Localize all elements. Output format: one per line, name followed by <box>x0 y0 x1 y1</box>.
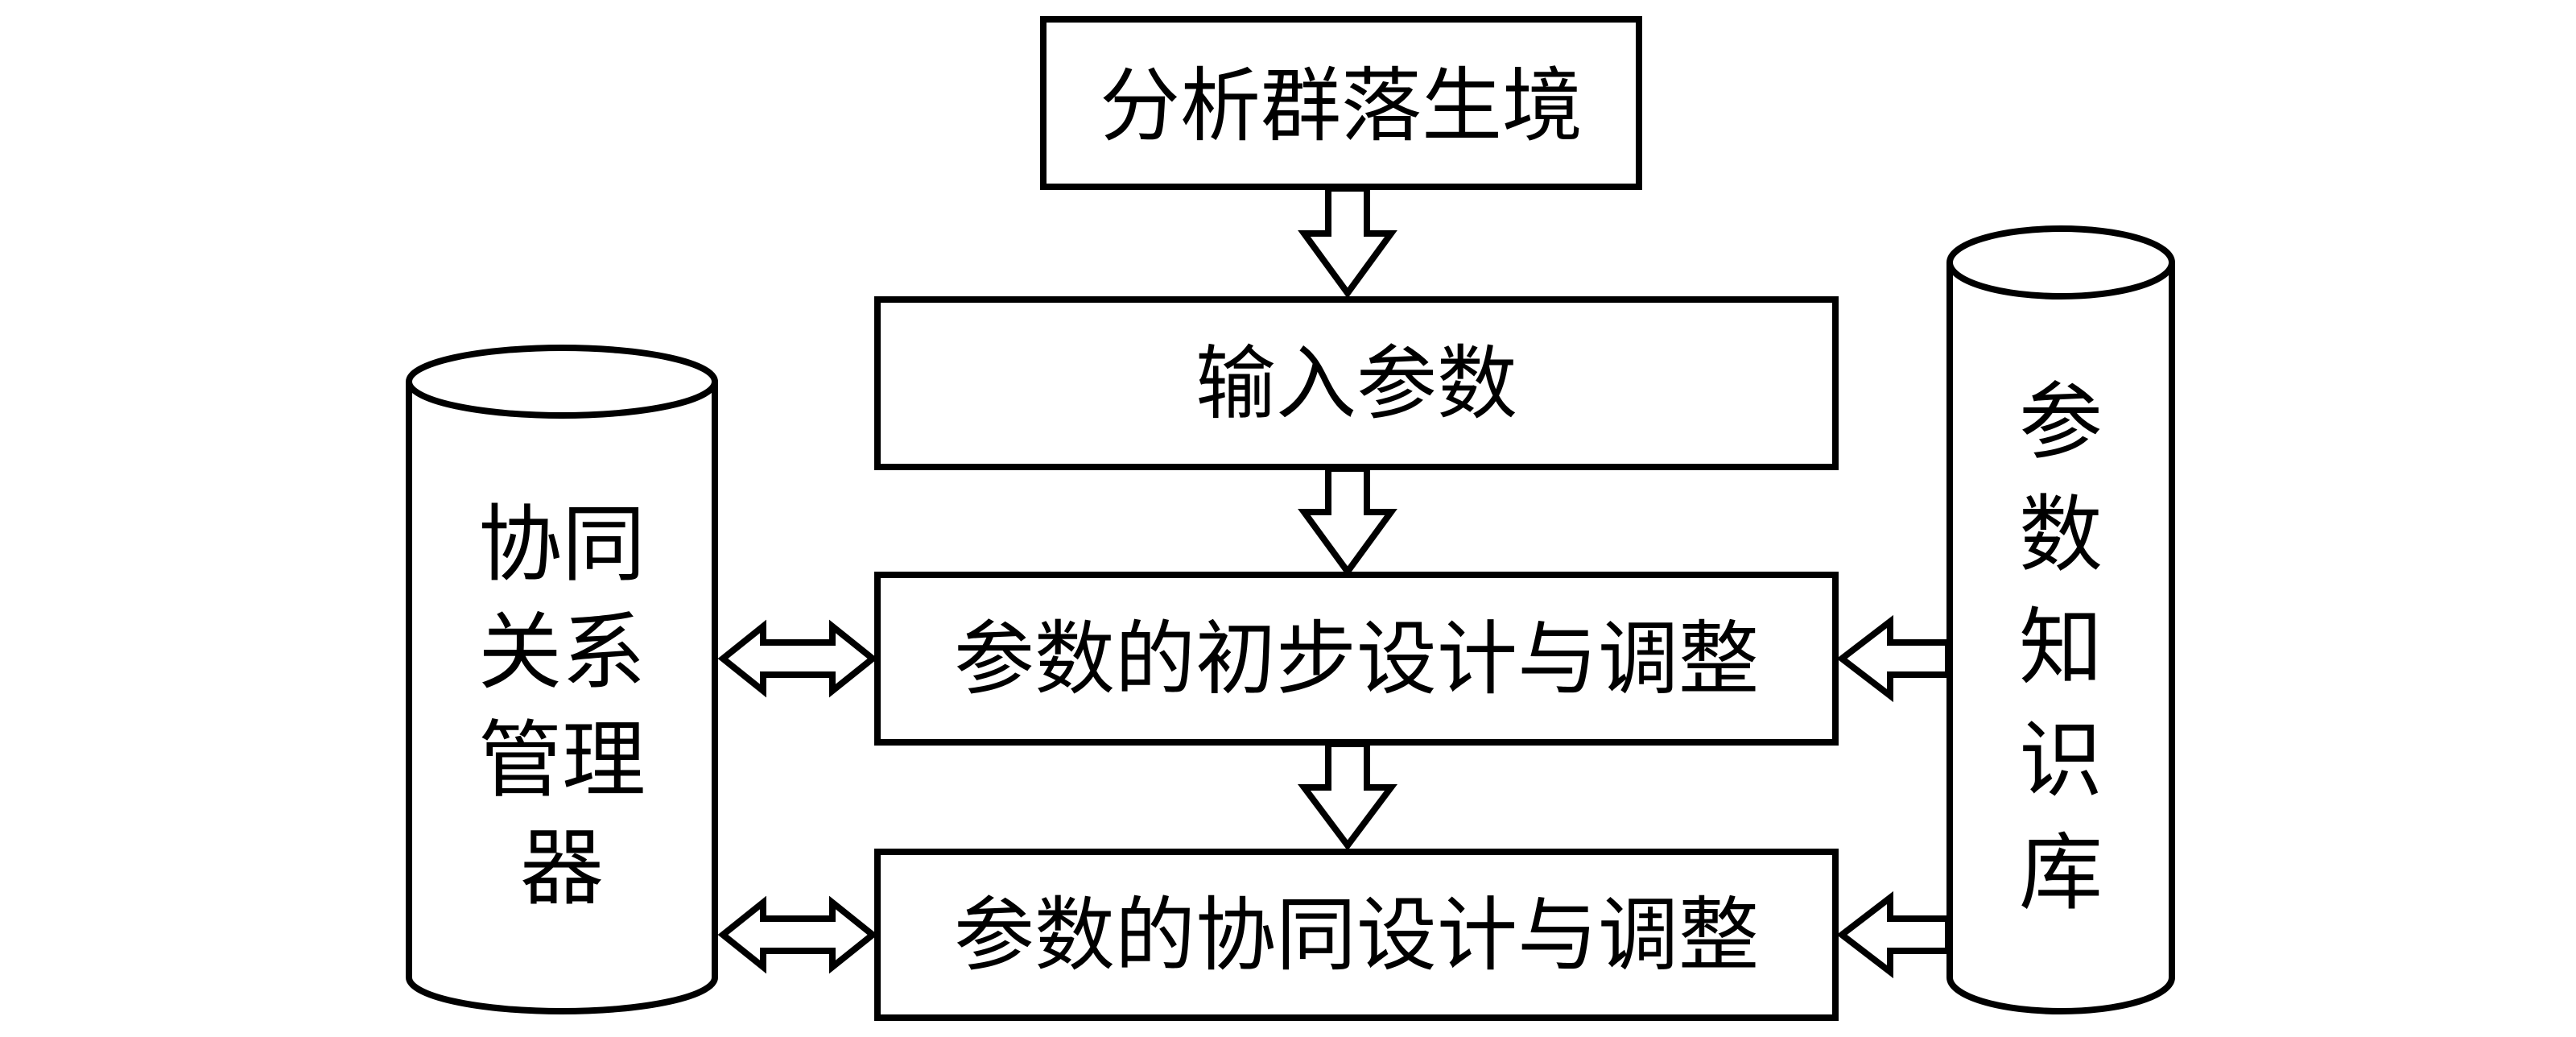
down-arrow-1 <box>1298 185 1397 299</box>
right-store-line-5: 库 <box>2019 824 2103 922</box>
double-arrow-lower <box>717 895 878 974</box>
left-store-line-4: 器 <box>520 819 604 917</box>
down-arrow-3 <box>1298 741 1397 851</box>
step-input-parameters-label: 输入参数 <box>1195 337 1517 431</box>
step-collaborative-design-label: 参数的协同设计与调整 <box>954 888 1759 982</box>
double-arrow-upper <box>717 619 878 698</box>
step-initial-design: 参数的初步设计与调整 <box>874 572 1839 746</box>
right-cylinder-store: 参 数 知 识 库 <box>1946 225 2175 1014</box>
left-arrow-upper <box>1836 614 1951 703</box>
step-analyze-habitat: 分析群落生境 <box>1040 16 1642 190</box>
right-store-line-1: 参 <box>2019 373 2103 471</box>
step-input-parameters: 输入参数 <box>874 296 1839 470</box>
right-store-line-3: 知 <box>2019 598 2103 696</box>
left-store-line-1: 协同 <box>478 495 646 593</box>
step-initial-design-label: 参数的初步设计与调整 <box>954 612 1759 706</box>
left-arrow-lower <box>1836 890 1951 979</box>
down-arrow-2 <box>1298 465 1397 577</box>
left-cylinder-store: 协同 关系 管理 器 <box>406 345 718 1014</box>
step-analyze-habitat-label: 分析群落生境 <box>1100 59 1583 153</box>
step-collaborative-design: 参数的协同设计与调整 <box>874 849 1839 1021</box>
left-store-line-2: 关系 <box>478 603 646 701</box>
right-store-line-2: 数 <box>2019 485 2103 584</box>
left-store-line-3: 管理 <box>478 711 646 809</box>
right-store-line-4: 识 <box>2019 711 2103 809</box>
